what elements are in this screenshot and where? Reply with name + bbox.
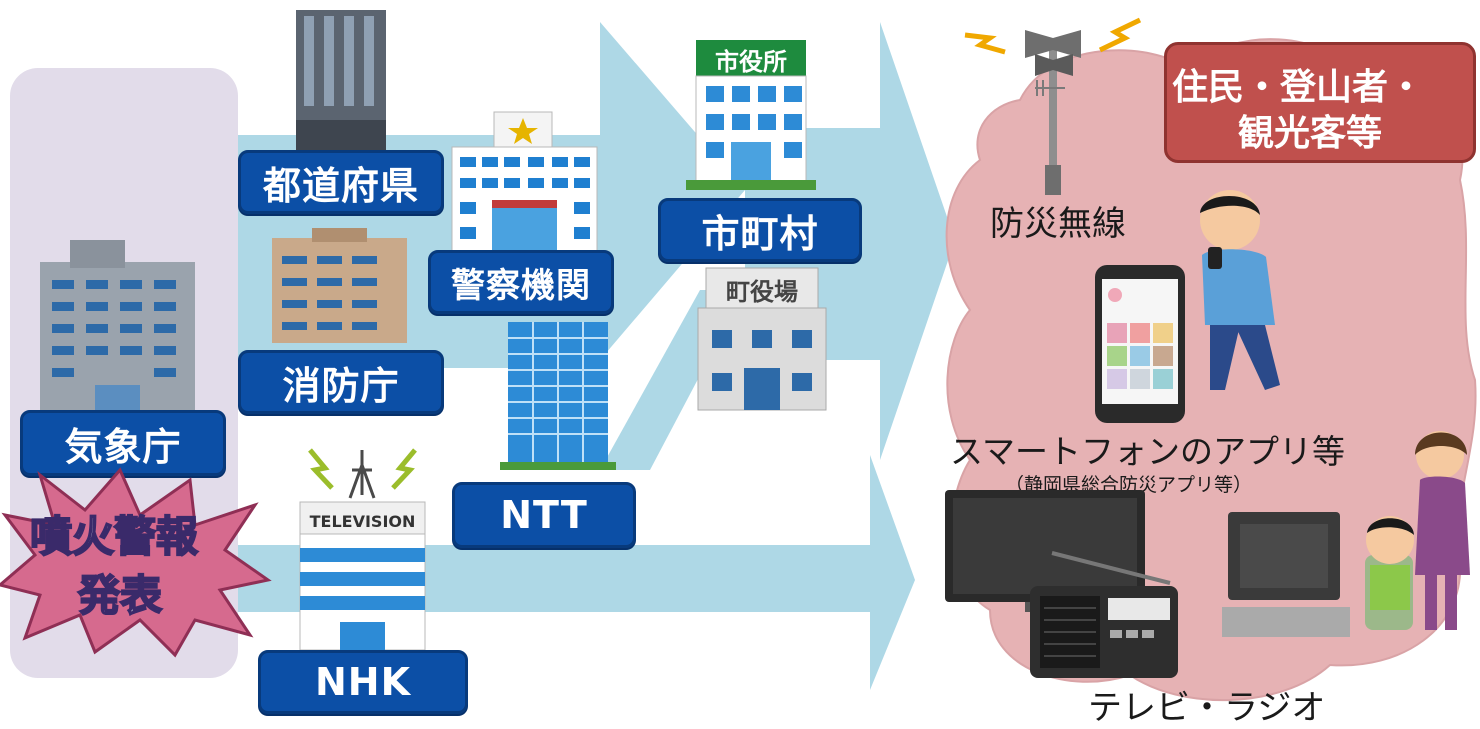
tv-station-sign: TELEVISION [309,512,416,531]
eruption-alert-line2: 発表 [77,570,163,621]
town-hall-sign: 町役場 [726,278,798,306]
recipient-title-line1: 住民・登山者・ [1172,67,1425,108]
smartphone-icon [1095,265,1185,423]
fire-agency-building-icon [272,228,407,343]
city-hall-sign: 市役所 [715,48,787,76]
police-building-icon [451,111,598,258]
tv-station-building-icon [299,448,426,651]
eruption-alert-line1: 噴火警報 [29,511,199,562]
person-with-phone-icon [1200,190,1280,390]
prefecture-label: 都道府県 [238,150,444,214]
city-hall-building-icon [686,40,816,190]
town-hall-building-icon [697,267,827,411]
recipient-title-box [1164,42,1476,163]
tv-radio-label: テレビ・ラジオ [1088,688,1326,728]
flat-tv-icon [945,490,1145,612]
ntt-label: NTT [452,482,636,548]
prefecture-building-icon [296,10,386,155]
broadcast-flow-arrow [235,455,915,690]
ntt-building-icon [500,322,616,470]
smartphone-app-label: スマートフォンのアプリ等 [950,432,1346,471]
crt-tv-icon [1222,512,1350,637]
fire-agency-label: 消防庁 [238,350,444,414]
disaster-radio-label: 防災無線 [990,204,1126,244]
recipient-title-line2: 観光客等 [1238,113,1383,154]
family-watching-icon [1365,431,1470,630]
police-label: 警察機関 [428,250,614,314]
jma-label: 気象庁 [20,410,226,476]
eruption-alert-burst-icon [0,467,272,658]
municipality-label: 市町村 [658,198,862,262]
loudspeaker-pole-icon [964,17,1142,195]
nhk-label: NHK [258,650,468,714]
radio-icon [1030,551,1178,678]
jma-building-icon [40,240,195,415]
